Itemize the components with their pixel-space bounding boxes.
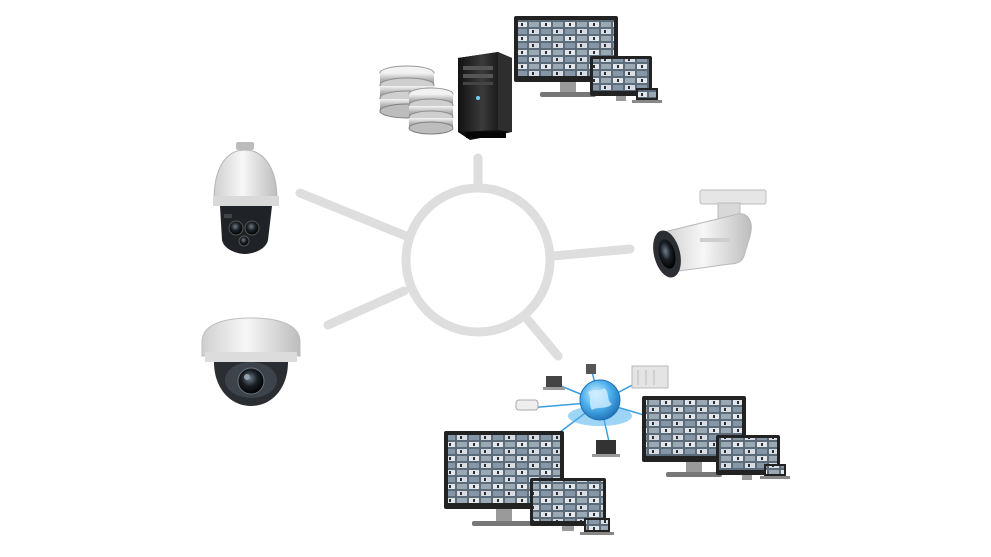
network-device-rack [631, 365, 669, 389]
dome-camera-icon [201, 317, 301, 406]
storage-disks-icon [379, 65, 454, 135]
laptop-bottom-right [760, 464, 790, 479]
monitor-small-top [590, 56, 652, 101]
connector-network [523, 315, 563, 361]
laptop-bottom-left [580, 518, 614, 535]
monitor-wall-icon [514, 16, 662, 103]
server-tower-icon [458, 52, 512, 140]
bullet-camera-icon [653, 189, 767, 278]
network-device-camera [515, 399, 539, 411]
connector-dome [323, 286, 409, 330]
hub-connectors [295, 153, 635, 361]
storage-server-icon [379, 52, 512, 140]
monitor-large-top [514, 16, 618, 97]
connector-ptz [295, 188, 411, 241]
connector-bullet [548, 244, 635, 261]
network-device-tablet [592, 440, 620, 457]
hub-ring [401, 183, 555, 337]
monitor-wall-icon [444, 396, 790, 535]
ptz-camera-icon [213, 142, 279, 254]
network-globe-icon [515, 364, 669, 457]
monitor-small-bottom-left [530, 478, 606, 531]
network-device-pc [586, 364, 596, 374]
network-device-laptop [543, 376, 565, 390]
laptop-top [632, 88, 662, 103]
